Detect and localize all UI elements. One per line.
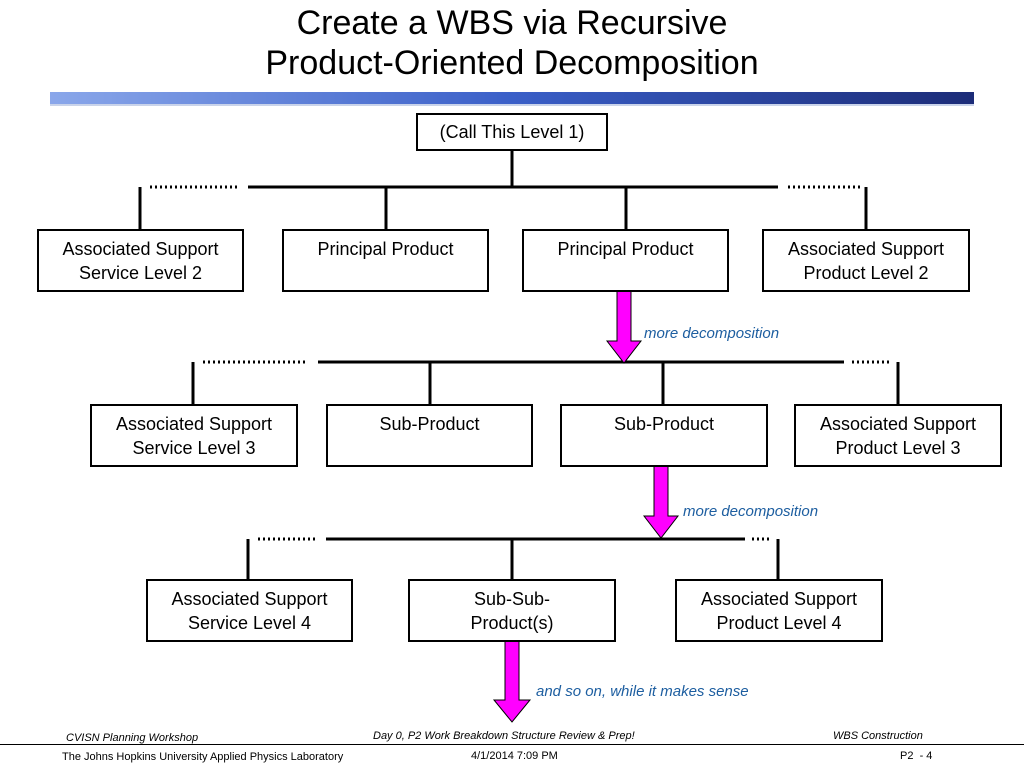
wbs-box-l4-sub-sub-product: Sub-Sub- Product(s) — [408, 579, 616, 642]
wbs-box-l3-sub-product-2-label: Sub-Product — [613, 414, 715, 434]
wbs-box-l2-support-service-label: Associated Support Service Level 2 — [62, 239, 219, 283]
title-accent-bar — [50, 92, 974, 104]
more-decomposition-arrow-2 — [642, 465, 680, 539]
footer-organization: The Johns Hopkins University Applied Phy… — [62, 751, 344, 763]
wbs-box-l3-sub-product-1: Sub-Product — [326, 404, 533, 467]
wbs-box-l2-principal-product-2-label: Principal Product — [557, 239, 694, 259]
footer-page-number: P2 - 4 — [900, 750, 933, 762]
note-more-decomposition-2: more decomposition — [683, 503, 819, 520]
wbs-box-l2-principal-product-1-label: Principal Product — [317, 239, 454, 259]
note-and-so-on: and so on, while it makes sense — [536, 683, 749, 700]
wbs-box-l3-sub-product-1-label: Sub-Product — [379, 414, 480, 434]
footer-topic: WBS Construction — [833, 730, 923, 742]
wbs-box-l2-support-product: Associated Support Product Level 2 — [762, 229, 970, 292]
footer-rule — [0, 744, 1024, 745]
wbs-box-l4-sub-sub-product-label: Sub-Sub- Product(s) — [470, 589, 554, 633]
wbs-box-l2-principal-product-1: Principal Product — [282, 229, 489, 292]
wbs-box-l2-support-product-label: Associated Support Product Level 2 — [787, 239, 945, 283]
wbs-box-l4-support-service-label: Associated Support Service Level 4 — [171, 589, 328, 633]
wbs-box-l2-support-service: Associated Support Service Level 2 — [37, 229, 244, 292]
wbs-box-l3-sub-product-2: Sub-Product — [560, 404, 768, 467]
slide-title-line1: Create a WBS via Recursive — [296, 4, 728, 42]
title-accent-bar-shadow — [50, 104, 974, 106]
wbs-box-l3-support-product: Associated Support Product Level 3 — [794, 404, 1002, 467]
wbs-box-l3-support-service-label: Associated Support Service Level 3 — [115, 414, 273, 458]
footer-date: 4/1/2014 7:09 PM — [471, 750, 558, 762]
wbs-box-level1: (Call This Level 1) — [416, 113, 608, 151]
wbs-box-l3-support-product-label: Associated Support Product Level 3 — [819, 414, 977, 458]
more-decomposition-arrow-1 — [605, 290, 643, 364]
footer-session: Day 0, P2 Work Breakdown Structure Revie… — [373, 730, 635, 742]
wbs-box-l4-support-service: Associated Support Service Level 4 — [146, 579, 353, 642]
slide-title-line2: Product-Oriented Decomposition — [265, 44, 759, 82]
and-so-on-arrow — [492, 640, 532, 723]
wbs-box-l3-support-service: Associated Support Service Level 3 — [90, 404, 298, 467]
wbs-box-l4-support-product-label: Associated Support Product Level 4 — [700, 589, 858, 633]
wbs-box-level1-label: (Call This Level 1) — [439, 122, 585, 142]
wbs-box-l2-principal-product-2: Principal Product — [522, 229, 729, 292]
wbs-box-l4-support-product: Associated Support Product Level 4 — [675, 579, 883, 642]
note-more-decomposition-1: more decomposition — [644, 325, 780, 342]
footer-workshop: CVISN Planning Workshop — [66, 732, 199, 744]
